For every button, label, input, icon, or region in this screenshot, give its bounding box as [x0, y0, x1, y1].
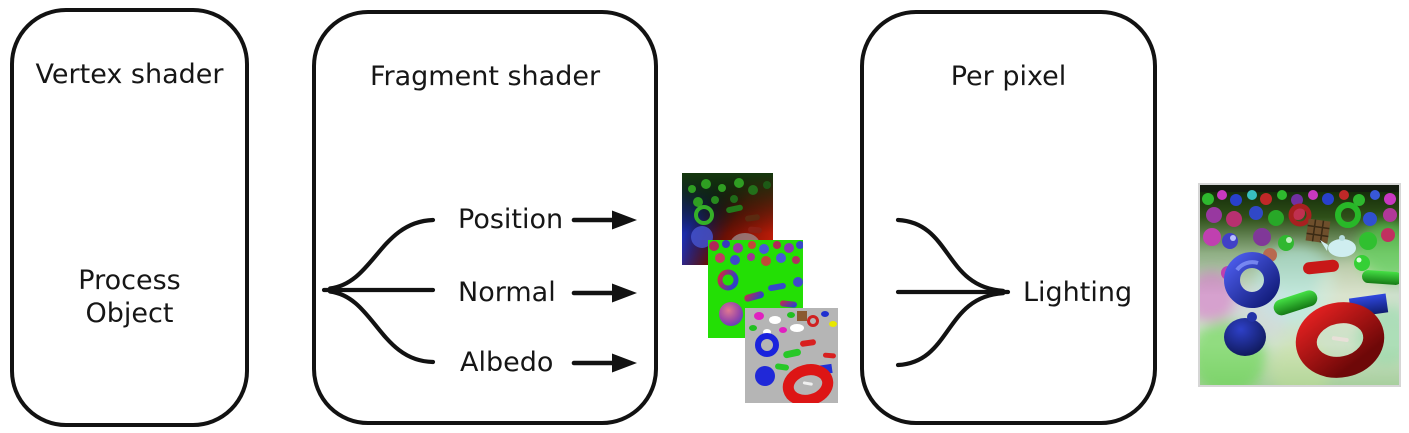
albedo-buffer-objects	[749, 311, 837, 403]
merge-label-lighting: Lighting	[1023, 277, 1133, 308]
vertex-shader-title: Vertex shader	[35, 59, 224, 90]
background-object-rows	[1200, 185, 1399, 251]
per-pixel-title: Per pixel	[950, 61, 1067, 92]
process-object-line-1: Process	[78, 265, 181, 296]
vertex-shader-box: Vertex shader Process Object	[10, 8, 249, 427]
fragment-shader-title: Fragment shader	[369, 61, 601, 92]
output-label-position: Position	[458, 204, 564, 235]
normal-buffer-objects	[709, 240, 803, 326]
output-label-normal: Normal	[458, 277, 556, 308]
normal-buffer-preview	[708, 240, 803, 338]
output-label-albedo: Albedo	[460, 347, 554, 378]
process-object-label: Process Object	[14, 264, 245, 330]
position-buffer-preview	[682, 173, 773, 265]
lit-scene-preview	[1198, 183, 1401, 387]
foreground-objects	[1224, 252, 1399, 378]
albedo-buffer-preview	[745, 308, 838, 403]
albedo-red-torus	[782, 364, 834, 403]
process-object-line-2: Object	[85, 298, 174, 329]
per-pixel-box: Per pixel	[860, 10, 1157, 425]
